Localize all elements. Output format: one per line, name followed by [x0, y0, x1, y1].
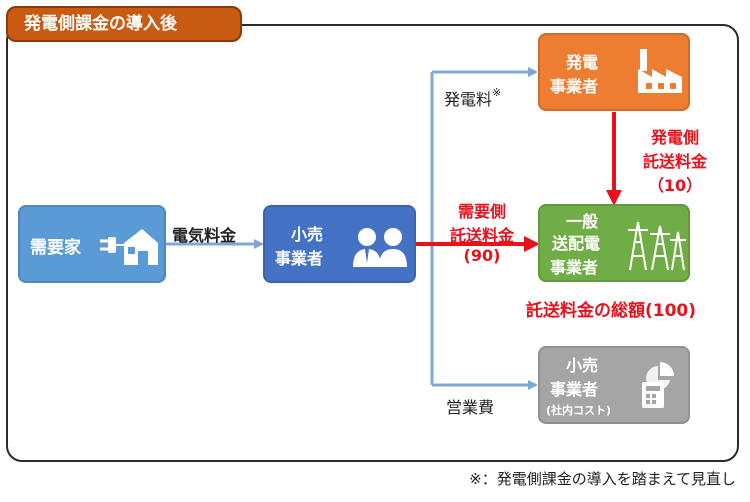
- generator-label-line1: 発電: [566, 53, 599, 72]
- demand-side-amount: (90): [463, 246, 501, 265]
- customer-box: 需要家: [18, 205, 166, 283]
- supply-side-amount: （10）: [647, 176, 703, 195]
- transmission-label-line1: 一般: [566, 212, 599, 231]
- generator-box: 発電 事業者: [538, 33, 690, 111]
- factory-icon: [638, 49, 682, 93]
- demand-side-label: 需要側 託送料金 (90): [432, 198, 532, 265]
- supply-side-line1: 発電側: [650, 128, 699, 147]
- supply-side-line2: 託送料金: [642, 152, 707, 171]
- generator-label-line2: 事業者: [550, 77, 599, 96]
- diagram-title: 発電側課金の導入後: [6, 6, 242, 42]
- transmission-label-line3: 事業者: [550, 258, 599, 277]
- house-plug-icon: [100, 229, 158, 265]
- demand-side-line1: 需要側: [457, 202, 506, 221]
- retailer-internal-line2: 事業者: [550, 380, 599, 399]
- total-fee-label: 託送料金の総額(100): [526, 301, 697, 321]
- diagram-frame: [6, 24, 739, 462]
- transmission-label-line2: 送配電: [552, 234, 601, 253]
- generation-fee-mark: ※: [492, 86, 502, 99]
- calculator-chart-icon: [642, 362, 674, 408]
- demand-side-line2: 託送料金: [449, 226, 514, 245]
- retailer-internal-box: 小売 事業者 (社内コスト): [538, 346, 690, 424]
- operating-cost-label: 営業費: [446, 398, 495, 417]
- generation-fee-label: 発電料※: [444, 86, 501, 110]
- retailer-internal-line1: 小売: [566, 356, 599, 375]
- retailer-box: 小売 事業者: [263, 205, 416, 283]
- retailer-label-line2: 事業者: [275, 249, 324, 268]
- staff-people-icon: [353, 228, 407, 267]
- electricity-fee-label: 電気料金: [172, 226, 237, 245]
- customer-label: 需要家: [30, 238, 81, 258]
- footnote: ※：発電側課金の導入を踏まえて見直し: [469, 470, 736, 488]
- retailer-internal-line3: (社内コスト): [546, 404, 612, 417]
- retailer-label-line1: 小売: [291, 225, 324, 244]
- power-tower-icon: [628, 221, 686, 271]
- generation-fee-text: 発電料: [444, 90, 493, 109]
- supply-side-label: 発電側 託送料金 （10）: [620, 124, 730, 196]
- transmission-box: 一般 送配電 事業者: [538, 204, 690, 282]
